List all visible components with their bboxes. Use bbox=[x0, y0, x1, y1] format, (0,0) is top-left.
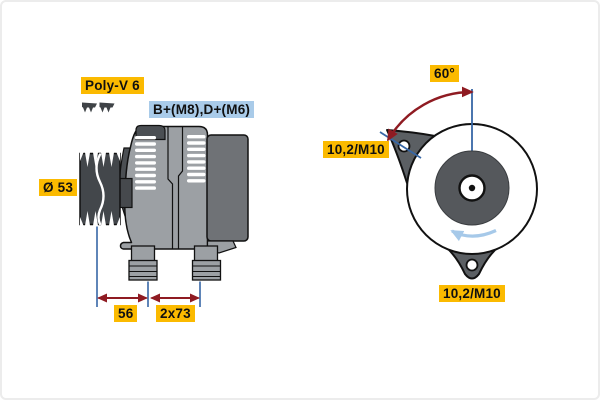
break-line bbox=[95, 153, 105, 226]
pulley bbox=[79, 152, 121, 226]
poly-v-belt-icon bbox=[82, 102, 115, 113]
foot-slot-lines bbox=[129, 265, 221, 277]
rotation-direction-arrow bbox=[450, 229, 497, 242]
mounting-feet bbox=[128, 245, 222, 281]
mount-angle-label: 60° bbox=[430, 65, 460, 82]
ear-axis-line bbox=[379, 131, 422, 159]
terminals-label: B+(M8),D+(M6) bbox=[149, 101, 255, 118]
alternator-housing bbox=[119, 125, 209, 250]
vent-slots-front bbox=[135, 136, 156, 190]
pulley-diameter-label: Ø 53 bbox=[39, 179, 78, 196]
mount-hole-bottom-label: 10,2/M10 bbox=[439, 285, 505, 302]
angle-arc-arrow bbox=[386, 86, 474, 142]
vent-slots-rear bbox=[187, 135, 206, 183]
rear-cover bbox=[206, 134, 249, 242]
dimension-56-label: 56 bbox=[114, 305, 138, 322]
shaft-center-dot bbox=[468, 184, 476, 192]
housing-ridge-line bbox=[177, 127, 184, 249]
pulley-type-label: Poly-V 6 bbox=[81, 77, 144, 94]
dimension-2x73-label: 2x73 bbox=[156, 305, 195, 322]
mount-hole-bottom bbox=[465, 258, 479, 272]
housing-ridge-line bbox=[167, 127, 174, 249]
mount-hole-top-label: 10,2/M10 bbox=[323, 141, 389, 158]
side-view-drawing bbox=[79, 102, 249, 307]
front-view-drawing bbox=[379, 86, 538, 280]
